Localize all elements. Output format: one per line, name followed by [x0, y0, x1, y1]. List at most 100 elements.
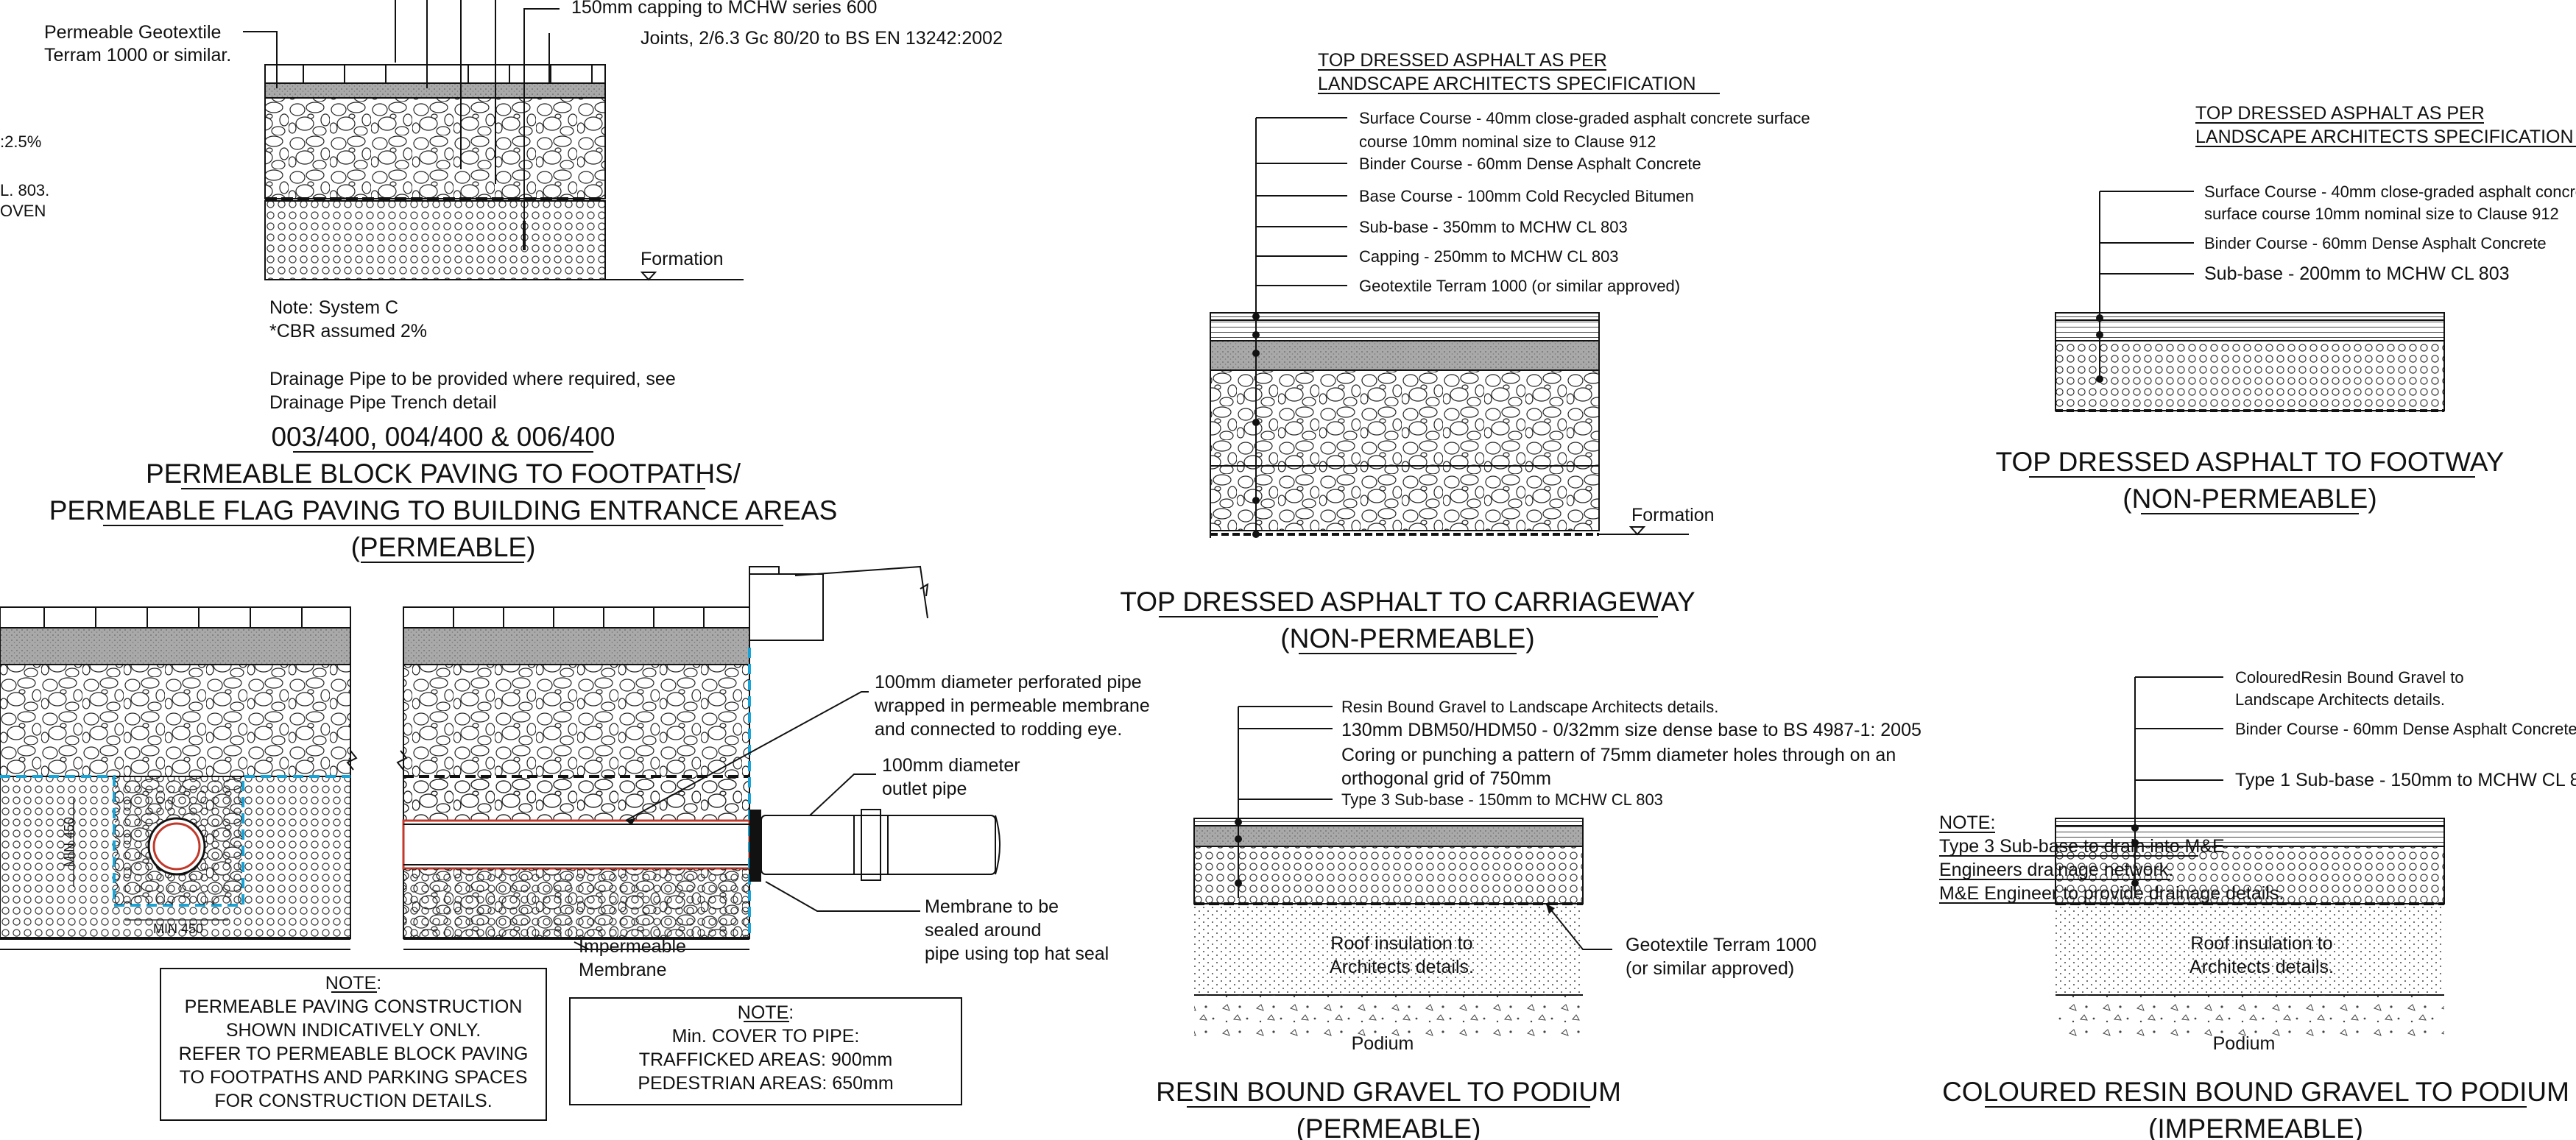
carriageway-detail: TOP DRESSED ASPHALT AS PER LANDSCAPE ARC…: [1120, 50, 1810, 654]
carriageway-layer: Binder Course - 60mm Dense Asphalt Concr…: [1359, 155, 1701, 173]
outlet-pipe: [761, 815, 996, 875]
title-block-paving-2: PERMEABLE FLAG PAVING TO BUILDING ENTRAN…: [49, 495, 838, 525]
note2-line: Min. COVER TO PIPE:: [672, 1026, 860, 1047]
seal-label-2: sealed around: [925, 920, 1041, 941]
note1-line: TO FOOTPATHS AND PARKING SPACES: [180, 1067, 528, 1088]
resin-layer: Resin Bound Gravel to Landscape Architec…: [1341, 698, 1718, 716]
title-footway-2: (NON-PERMEABLE): [2122, 484, 2376, 514]
resin-geotextile-2: (or similar approved): [1626, 958, 1794, 979]
laying-course: [264, 82, 606, 99]
coloured-note-line: Type 3 Sub-base to drain into M&E: [1939, 836, 2225, 857]
cut-text-1: :2.5%: [0, 132, 41, 151]
footway-layer: surface course 10mm nominal size to Clau…: [2204, 205, 2559, 223]
note1-line: REFER TO PERMEABLE BLOCK PAVING: [179, 1044, 529, 1064]
label-joints: Joints, 2/6.3 Gc 80/20 to BS EN 13242:20…: [641, 28, 1003, 49]
outlet-label-2: outlet pipe: [882, 779, 967, 799]
formation-marker: [640, 272, 657, 281]
trench-right-section: [396, 565, 1001, 950]
drain-note-1: Drainage Pipe to be provided where requi…: [269, 369, 676, 389]
coloured-insulation-2: Architects details.: [2189, 957, 2334, 977]
drain-note-2: Drainage Pipe Trench detail: [269, 392, 497, 413]
min-label-horizontal: MIN 450: [153, 921, 203, 936]
seal-label-1: Membrane to be: [925, 896, 1059, 917]
cut-text-3: OVEN: [0, 202, 46, 220]
capping-layer: [264, 200, 606, 280]
note2-title: NOTE:: [738, 1002, 794, 1023]
coloured-note: NOTE: Type 3 Sub-base to drain into M&E …: [1939, 812, 2300, 904]
coloured-podium-label: Podium: [2213, 1033, 2276, 1054]
carriageway-layer: course 10mm nominal size to Clause 912: [1359, 132, 1656, 151]
label-geotextile-2: Terram 1000 or similar.: [44, 45, 231, 66]
perforated-pipe: [402, 819, 751, 870]
note2-line: TRAFFICKED AREAS: 900mm: [639, 1049, 893, 1070]
perforated-pipe-label-2: wrapped in permeable membrane: [874, 695, 1150, 716]
kerb: [749, 573, 824, 641]
carriageway-layer: Sub-base - 350mm to MCHW CL 803: [1359, 218, 1628, 236]
title-coloured-1: COLOURED RESIN BOUND GRAVEL TO PODIUM: [1942, 1077, 2569, 1107]
label-geotextile-1: Permeable Geotextile: [44, 22, 221, 43]
sub-base-stones: [264, 97, 606, 199]
footway-spec-2: LANDSCAPE ARCHITECTS SPECIFICATION: [2195, 127, 2574, 147]
coloured-note-title: NOTE:: [1939, 812, 1995, 833]
resin-podium-detail: Resin Bound Gravel to Landscape Architec…: [1156, 698, 1922, 1140]
footway-layer: Binder Course - 60mm Dense Asphalt Concr…: [2204, 234, 2547, 252]
impermeable-label-2: Membrane: [579, 960, 667, 980]
note-cbr: *CBR assumed 2%: [269, 321, 427, 341]
resin-layer: orthogonal grid of 750mm: [1341, 768, 1551, 789]
min-label-vertical: MIN 450: [62, 817, 77, 867]
coloured-layer: ColouredResin Bound Gravel to: [2235, 668, 2464, 687]
resin-insulation-2: Architects details.: [1330, 957, 1474, 977]
perforated-pipe-label-1: 100mm diameter perforated pipe: [875, 672, 1142, 693]
title-resin-2: (PERMEABLE): [1296, 1114, 1481, 1140]
outlet-label-1: 100mm diameter: [882, 755, 1020, 776]
coloured-note-line: Engineers drainage network.: [1939, 860, 2173, 880]
title-block-paving-3: (PERMEABLE): [351, 532, 536, 562]
coloured-layer: Landscape Architects details.: [2235, 690, 2445, 709]
footway-layer: Surface Course - 40mm close-graded aspha…: [2204, 183, 2576, 201]
note-box-construction: NOTE: PERMEABLE PAVING CONSTRUCTION SHOW…: [160, 968, 547, 1121]
title-block-paving-1: PERMEABLE BLOCK PAVING TO FOOTPATHS/: [146, 459, 741, 489]
note2-line: PEDESTRIAN AREAS: 650mm: [638, 1073, 893, 1094]
resin-podium-label: Podium: [1352, 1033, 1414, 1054]
carriageway-spec-1: TOP DRESSED ASPHALT AS PER: [1318, 50, 1607, 71]
block-paving-detail: 150mm capping to MCHW series 600 Permeab…: [0, 0, 1003, 563]
title-coloured-2: (IMPERMEABLE): [2148, 1114, 2363, 1140]
resin-geotextile-1: Geotextile Terram 1000: [1626, 935, 1816, 955]
note1-line: FOR CONSTRUCTION DETAILS.: [214, 1091, 492, 1111]
resin-layer: 130mm DBM50/HDM50 - 0/32mm size dense ba…: [1341, 720, 1922, 740]
carriageway-formation: Formation: [1631, 505, 1715, 525]
resin-layer: Type 3 Sub-base - 150mm to MCHW CL 803: [1341, 790, 1663, 809]
footway-spec-1: TOP DRESSED ASPHALT AS PER: [2195, 103, 2485, 124]
trench-detail: MIN 450 MIN 450: [0, 565, 1150, 1121]
coloured-note-line: M&E Engineer to provide drainage details…: [1939, 883, 2284, 904]
footway-layer: Sub-base - 200mm to MCHW CL 803: [2204, 263, 2510, 284]
footway-detail: TOP DRESSED ASPHALT AS PER LANDSCAPE ARC…: [1996, 103, 2576, 514]
coloured-layer: Binder Course - 60mm Dense Asphalt Concr…: [2235, 720, 2576, 738]
perforated-pipe-label-3: and connected to rodding eye.: [875, 719, 1122, 740]
carriageway-layer: Capping - 250mm to MCHW CL 803: [1359, 247, 1619, 266]
title-carriageway-2: (NON-PERMEABLE): [1280, 623, 1534, 654]
note-system: Note: System C: [269, 297, 398, 318]
carriageway-layer: Geotextile Terram 1000 (or similar appro…: [1359, 277, 1680, 295]
coloured-insulation-1: Roof insulation to: [2190, 933, 2332, 954]
cut-text-2: L. 803.: [0, 181, 49, 199]
title-resin-1: RESIN BOUND GRAVEL TO PODIUM: [1156, 1077, 1621, 1107]
note1-title: NOTE:: [325, 973, 381, 994]
note1-line: SHOWN INDICATIVELY ONLY.: [226, 1020, 481, 1041]
label-formation: Formation: [641, 249, 724, 269]
title-carriageway-1: TOP DRESSED ASPHALT TO CARRIAGEWAY: [1120, 587, 1695, 617]
label-capping: 150mm capping to MCHW series 600: [571, 0, 877, 18]
trench-left-section: MIN 450 MIN 450: [0, 606, 358, 950]
coloured-podium-detail: ColouredResin Bound Gravel to Landscape …: [1939, 668, 2576, 1140]
title-footway-1: TOP DRESSED ASPHALT TO FOOTWAY: [1996, 447, 2505, 477]
note-box-cover: NOTE: Min. COVER TO PIPE: TRAFFICKED ARE…: [569, 997, 962, 1105]
seal-label-3: pipe using top hat seal: [925, 943, 1109, 964]
carriageway-spec-2: LANDSCAPE ARCHITECTS SPECIFICATION: [1318, 74, 1696, 94]
note1-line: PERMEABLE PAVING CONSTRUCTION: [185, 996, 523, 1017]
impermeable-label-1: Impermeable: [579, 936, 686, 957]
coloured-layer: Type 1 Sub-base - 150mm to MCHW CL 803: [2235, 770, 2576, 790]
carriageway-layer: Base Course - 100mm Cold Recycled Bitume…: [1359, 187, 1694, 205]
carriageway-layer: Surface Course - 40mm close-graded aspha…: [1359, 109, 1810, 127]
resin-insulation-1: Roof insulation to: [1330, 933, 1472, 954]
